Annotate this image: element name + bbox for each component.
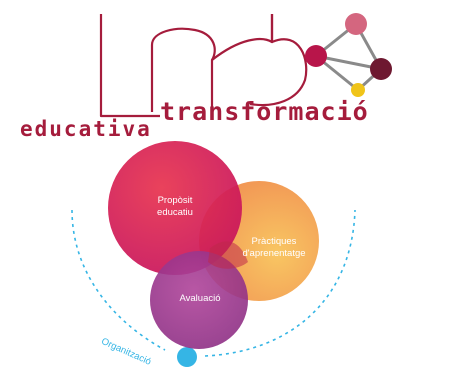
lab-letters-logo xyxy=(99,14,308,118)
wordmark-educativa: educativa xyxy=(20,117,152,141)
practices-label-line1: Pràctiques xyxy=(251,236,297,247)
practices-label-line2: d'aprenentatge xyxy=(242,248,306,259)
network-node-yellow xyxy=(351,83,365,97)
organization-arc xyxy=(71,209,356,367)
network-node-pink xyxy=(345,13,367,35)
network-node-maroon xyxy=(370,58,392,80)
purpose-label-line2: educatiu xyxy=(157,207,193,218)
evaluation-circle xyxy=(150,251,248,349)
practices-label: Pràctiques d'aprenentatge xyxy=(226,236,322,260)
network-nodes-logo xyxy=(305,13,392,97)
purpose-circle xyxy=(108,141,242,275)
overlap-region xyxy=(208,241,248,269)
organization-dot xyxy=(177,347,197,367)
purpose-label-line1: Propòsit xyxy=(157,195,193,206)
purpose-label: Propòsit educatiu xyxy=(138,195,212,219)
wordmark-transformacio: transformació xyxy=(160,97,369,126)
evaluation-label: Avaluació xyxy=(179,293,221,304)
network-node-crimson xyxy=(305,45,327,67)
